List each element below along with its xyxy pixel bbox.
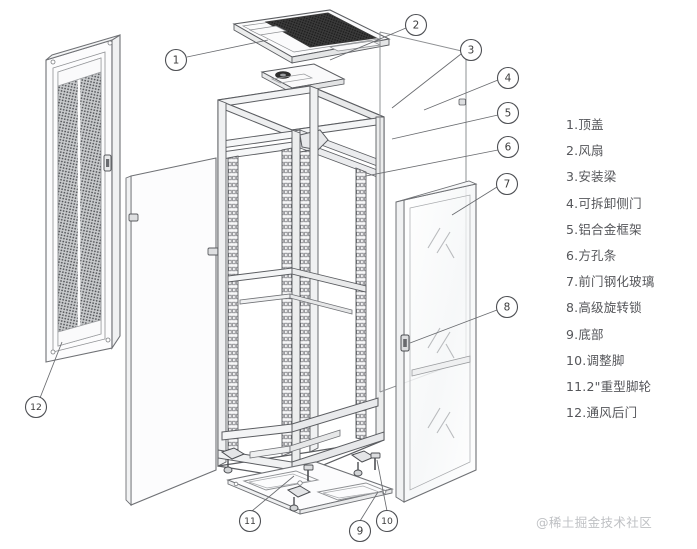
leader-2 — [329, 27, 407, 61]
base-plate-assembly — [226, 461, 394, 515]
callout-label-1: 1 — [173, 55, 180, 67]
caster-front-right — [286, 485, 312, 512]
callout-label-2: 2 — [413, 20, 420, 32]
callout-11: 11 — [238, 509, 262, 533]
callout-6: 6 — [496, 135, 520, 159]
legend-item-7: 7.前门钢化玻璃 — [566, 274, 655, 290]
leader-3 — [391, 53, 462, 109]
legend-item-2: 2.风扇 — [566, 143, 604, 159]
callout-label-12: 12 — [30, 402, 42, 413]
callout-8: 8 — [495, 295, 519, 319]
square-hole-rail-front-left — [227, 155, 239, 457]
callout-4: 4 — [496, 66, 520, 90]
leader-12 — [39, 341, 63, 399]
top-cover-assembly — [232, 9, 391, 64]
side-door-latch-upper — [207, 247, 220, 256]
caster-front-left — [220, 447, 246, 474]
callout-12: 12 — [24, 395, 48, 419]
callout-circle-5 — [496, 101, 520, 125]
rotary-lock — [400, 334, 410, 352]
rear-door-handle — [103, 154, 112, 172]
callout-circle-10 — [375, 509, 399, 533]
side-door-latch — [128, 213, 139, 222]
callout-circle-3 — [459, 38, 483, 62]
leader-9 — [359, 491, 379, 522]
legend-item-5: 5.铝合金框架 — [566, 221, 642, 237]
leader-4 — [423, 79, 499, 111]
leader-1 — [186, 39, 269, 58]
rear-vented-door-assembly — [45, 34, 121, 363]
callout-circle-9 — [348, 519, 372, 543]
callout-5: 5 — [496, 101, 520, 125]
legend-item-10: 10.调整脚 — [566, 352, 625, 368]
callout-circle-2 — [404, 13, 428, 37]
callout-circle-8 — [495, 295, 519, 319]
callout-circle-6 — [496, 135, 520, 159]
callout-label-4: 4 — [505, 73, 512, 85]
callout-label-3: 3 — [468, 45, 475, 57]
leader-7 — [451, 186, 498, 216]
bottom-frame-rails — [217, 397, 385, 471]
callout-label-7: 7 — [504, 179, 511, 191]
square-hole-rail-front-right — [281, 147, 293, 457]
legend-item-11: 11.2"重型脚轮 — [566, 379, 652, 395]
mid-cross-brace — [239, 293, 353, 315]
rack-frame-assembly — [217, 85, 385, 479]
legend-item-3: 3.安装梁 — [566, 169, 617, 185]
leader-5 — [391, 114, 499, 140]
leveling-foot-right — [370, 452, 381, 470]
bottom-center-brace — [249, 429, 341, 459]
legend-item-12: 12.通风后门 — [566, 405, 638, 421]
legend-item-4: 4.可拆卸侧门 — [566, 195, 642, 211]
callout-9: 9 — [348, 519, 372, 543]
callout-label-8: 8 — [504, 302, 511, 314]
leader-10 — [376, 459, 388, 512]
callout-circle-4 — [496, 66, 520, 90]
leveling-foot-left — [303, 464, 314, 481]
glass-reflection-marks — [427, 227, 455, 439]
leader-8 — [409, 309, 498, 344]
callout-1: 1 — [164, 48, 188, 72]
leader-11 — [251, 475, 295, 512]
callout-label-6: 6 — [505, 142, 512, 154]
callout-10: 10 — [375, 509, 399, 533]
callout-label-11: 11 — [244, 516, 256, 527]
removable-side-door — [125, 157, 220, 507]
callout-circle-11 — [238, 509, 262, 533]
callout-label-10: 10 — [381, 516, 393, 527]
callout-label-9: 9 — [357, 526, 364, 538]
legend-item-6: 6.方孔条 — [566, 248, 617, 264]
callout-3: 3 — [459, 38, 483, 62]
legend-item-8: 8.高级旋转锁 — [566, 300, 642, 316]
square-hole-rail-rear-right — [355, 167, 367, 441]
legend-item-9: 9.底部 — [566, 326, 604, 342]
callout-circle-1 — [164, 48, 188, 72]
callout-2: 2 — [404, 13, 428, 37]
callout-label-5: 5 — [505, 108, 512, 120]
callout-circle-7 — [495, 172, 519, 196]
callout-7: 7 — [495, 172, 519, 196]
front-glass-door-assembly — [395, 180, 478, 503]
legend-list: 1.顶盖 2.风扇 3.安装梁 4.可拆卸侧门 5.铝合金框架 6.方孔条 7.… — [566, 112, 691, 426]
leader-6 — [365, 149, 499, 177]
mid-shelf-beam — [227, 267, 367, 293]
callout-circle-12 — [24, 395, 48, 419]
legend-item-1: 1.顶盖 — [566, 117, 604, 132]
watermark: @稀土掘金技术社区 — [536, 515, 653, 530]
callout-leader-lines — [39, 27, 499, 522]
